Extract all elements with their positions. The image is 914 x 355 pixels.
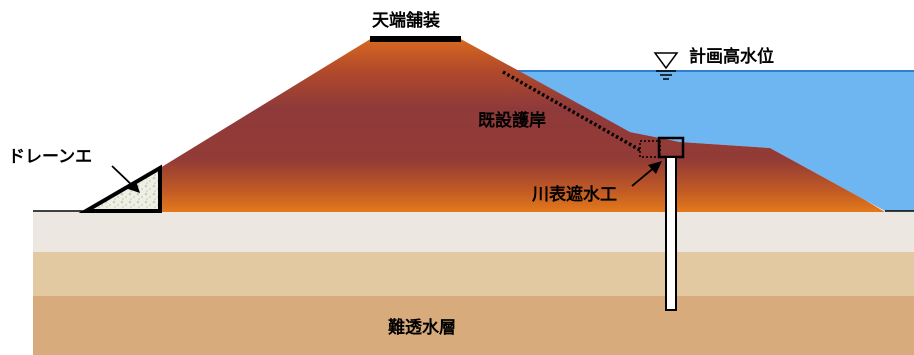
cutoff-sheet-pile xyxy=(665,156,677,311)
crest-pavement-label: 天端舗装 xyxy=(372,10,440,31)
drain-triangle xyxy=(78,164,162,213)
drain-label: ドレーンエ xyxy=(8,147,92,167)
river-water xyxy=(516,71,914,211)
drain-leader-arrow xyxy=(111,165,140,193)
surface-layer-band xyxy=(33,212,914,252)
existing-revetment-line xyxy=(502,70,641,152)
design-water-level-label: 計画高水位 xyxy=(689,46,774,67)
existing-revetment-label: 既設護岸 xyxy=(478,110,546,131)
water-level-symbol xyxy=(653,52,679,80)
impermeable-layer-label: 難透水層 xyxy=(388,317,456,338)
embankment xyxy=(160,38,885,212)
sandy-layer-band xyxy=(33,252,914,296)
cutoff-label: 川表遮水工 xyxy=(531,184,617,205)
impermeable-layer-band xyxy=(33,296,914,355)
crest-pavement-bar xyxy=(370,36,461,42)
cutoff-leader-arrow xyxy=(631,161,662,187)
